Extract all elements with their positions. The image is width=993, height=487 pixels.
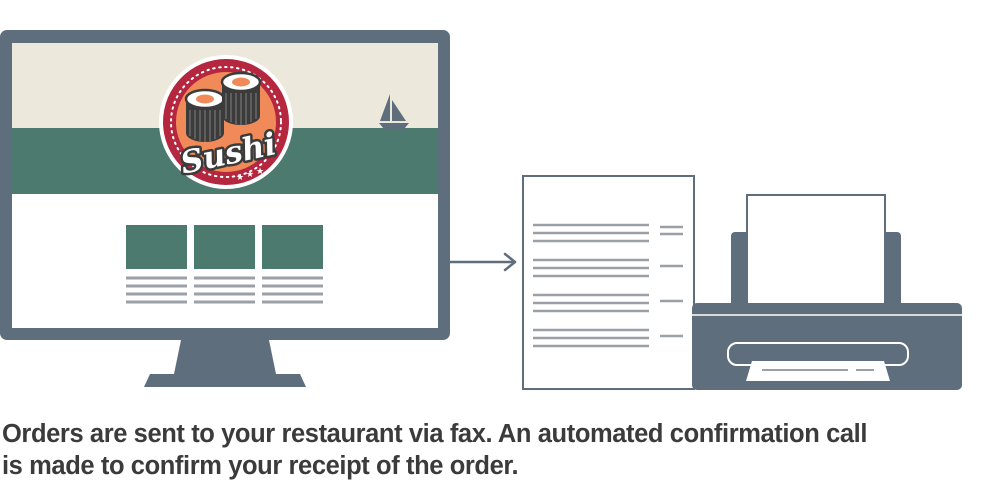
monitor: Sushi ★★★ [0, 30, 450, 387]
svg-text:★: ★ [236, 173, 244, 183]
website-preview: Sushi ★★★ [12, 43, 438, 328]
fax-document [522, 175, 695, 390]
caption-line-2: is made to confirm your receipt of the o… [2, 452, 519, 480]
menu-tile [194, 225, 255, 269]
sushi-roll-icon [220, 71, 262, 125]
sushi-logo: Sushi ★★★ [159, 55, 293, 189]
caption: Orders are sent to your restaurant via f… [2, 418, 987, 482]
arrow-right-icon [448, 252, 517, 272]
menu-text-lines [126, 276, 323, 304]
svg-text:★: ★ [256, 167, 264, 177]
fax-machine-icon [692, 194, 962, 390]
caption-line-1: Orders are sent to your restaurant via f… [2, 420, 868, 448]
logo-stars: ★★★ [236, 167, 264, 183]
monitor-base [144, 374, 306, 387]
svg-text:★: ★ [246, 170, 254, 180]
fax-paper-in [746, 194, 886, 306]
sushi-roll-icon [184, 88, 226, 142]
sailboat-icon [379, 94, 409, 129]
document-text-lines [533, 223, 683, 348]
monitor-neck [174, 340, 276, 374]
menu-tile [262, 225, 323, 269]
menu-tile [126, 225, 187, 269]
menu-tiles [126, 225, 323, 269]
